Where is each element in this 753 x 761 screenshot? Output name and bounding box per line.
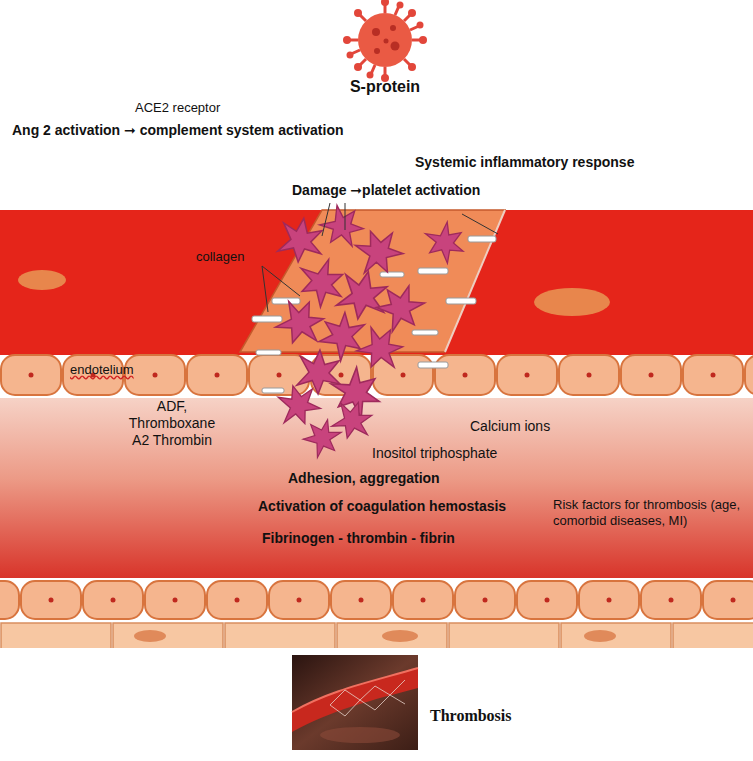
virus-icon bbox=[343, 0, 427, 82]
result-label: Thrombosis bbox=[430, 706, 512, 725]
endothelium bbox=[0, 578, 753, 622]
platelet bbox=[273, 199, 471, 462]
process-label: Damage ➞platelet activation bbox=[292, 182, 480, 199]
leader-line bbox=[262, 203, 498, 312]
mediator-label: Calcium ions bbox=[470, 418, 550, 435]
vessel-lumen bbox=[0, 398, 753, 578]
process-label: Activation of coagulation hemostasis bbox=[258, 498, 506, 515]
cell-nucleus bbox=[534, 288, 610, 316]
process-label: Fibrinogen - thrombin - fibrin bbox=[262, 530, 455, 547]
process-label: Adhesion, aggregation bbox=[288, 470, 440, 487]
virus-name: S-protein bbox=[350, 77, 420, 96]
cell-nucleus bbox=[18, 270, 66, 290]
part-label: collagen bbox=[196, 249, 244, 265]
note-label: Risk factors for thrombosis (age, comorb… bbox=[553, 497, 743, 528]
mediator-label: Inositol triphosphate bbox=[372, 445, 497, 462]
tissue bbox=[0, 622, 753, 648]
thrombosis-image bbox=[292, 655, 418, 750]
mediator-label: ADF, Thromboxane A2 Thrombin bbox=[129, 398, 215, 448]
process-label: Ang 2 activation ➞ complement system act… bbox=[12, 122, 344, 139]
receptor-label: ACE2 receptor bbox=[135, 100, 220, 116]
process-label: Systemic inflammatory response bbox=[415, 154, 634, 171]
part-label: endotelium bbox=[70, 362, 134, 378]
vessel-wall bbox=[0, 210, 753, 355]
